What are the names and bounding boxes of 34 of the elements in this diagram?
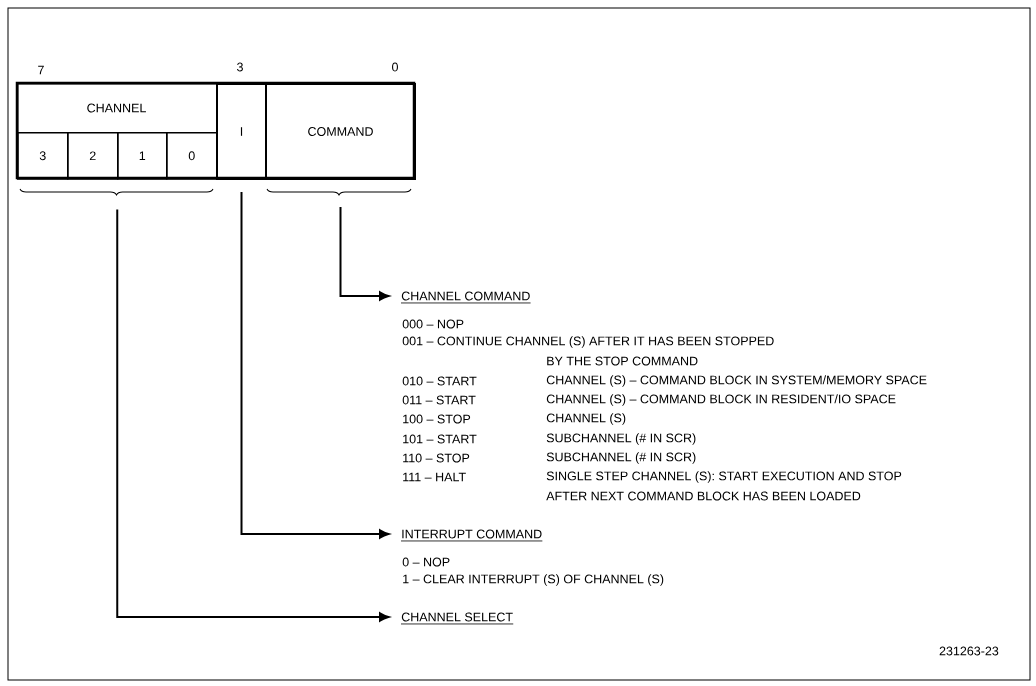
section-heading: CHANNEL COMMAND [400, 291, 531, 304]
bit-cell: 3 [17, 132, 69, 180]
bit-number: 3 [237, 62, 243, 72]
description-text: SUBCHANNEL (# IN SCR) [546, 433, 696, 445]
section-heading: CHANNEL SELECT [400, 612, 514, 625]
bit-number: 0 [392, 62, 398, 72]
arrow [339, 206, 390, 301]
bit-cell: 0 [166, 132, 218, 180]
description-text: AFTER NEXT COMMAND BLOCK HAS BEEN LOADED [546, 491, 861, 501]
description-text: 0 – NOP [402, 557, 450, 567]
description-text: CHANNEL (S) – COMMAND BLOCK IN RESIDENT/IO SPACE [546, 394, 896, 406]
register-field: I [216, 83, 267, 180]
arrow [240, 191, 390, 539]
description-text: 010 – START [402, 376, 477, 386]
description-text: SUBCHANNEL (# IN SCR) [546, 452, 696, 464]
description-text: 000 – NOP [402, 319, 464, 329]
bit-cell: 2 [67, 132, 119, 180]
description-text: BY THE STOP COMMAND [547, 356, 698, 366]
figure-number: 231263-23 [939, 646, 999, 656]
description-text: SINGLE STEP CHANNEL (S): START EXECUTION AND STOP [546, 471, 902, 483]
description-text: 101 – START [403, 434, 477, 444]
description-text: 110 – STOP [403, 453, 470, 463]
bit-cell: 1 [117, 132, 168, 180]
description-text: 100 – STOP [403, 414, 471, 424]
description-text: 1 – CLEAR INTERRUPT (S) OF CHANNEL (S) [403, 574, 664, 586]
section-heading: INTERRUPT COMMAND [400, 529, 543, 542]
description-text: 111 – HALT [403, 472, 466, 482]
arrow [116, 208, 390, 622]
description-text: 011 – START [402, 395, 476, 405]
description-text: CHANNEL (S) – COMMAND BLOCK IN SYSTEM/MEMORY SPACE [546, 375, 927, 387]
description-text: CHANNEL (S) [546, 413, 626, 425]
description-text: 001 – CONTINUE CHANNEL (S) AFTER IT HAS BEEN STOPPED [402, 336, 774, 348]
bit-number: 7 [38, 65, 44, 75]
register-field: COMMAND [265, 83, 416, 180]
